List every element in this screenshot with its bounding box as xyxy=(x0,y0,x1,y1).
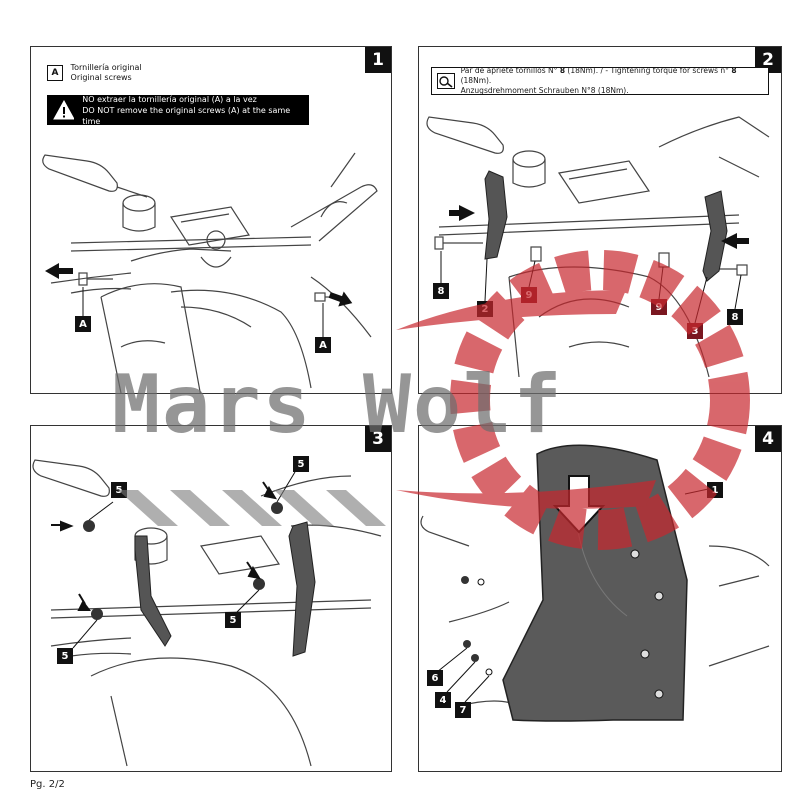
callout-8-left: 8 xyxy=(433,283,449,299)
step-3-panel: 3 5 5 5 5 xyxy=(30,425,392,772)
step-number-3: 3 xyxy=(365,426,391,452)
step-3-illustration xyxy=(32,459,382,767)
original-screws-note: A Tornillería original Original screws xyxy=(47,63,142,83)
step-4-panel: 4 1 6 4 7 xyxy=(418,425,782,772)
callout-9-left: 9 xyxy=(521,287,537,303)
torque-line-de: Anzugsdrehmoment Schrauben N°8 (18Nm). xyxy=(460,86,629,95)
callout-5-top-left: 5 xyxy=(111,482,127,498)
callout-9-right: 9 xyxy=(651,299,667,315)
callout-8-right: 8 xyxy=(727,309,743,325)
callout-6: 6 xyxy=(427,670,443,686)
step-2-illustration xyxy=(426,116,770,378)
windscreen-shape xyxy=(502,444,688,722)
watermark-text: Mars Wolf xyxy=(112,358,564,451)
callout-5-center: 5 xyxy=(225,612,241,628)
warning-bar: NO extraer la tornillería original (A) a… xyxy=(47,94,309,126)
torque-text-en-end: (18Nm). xyxy=(460,76,492,85)
note-line-es: Tornillería original xyxy=(70,63,142,72)
callout-3: 3 xyxy=(687,323,703,339)
callout-2: 2 xyxy=(477,301,493,317)
note-line-en: Original screws xyxy=(70,73,132,82)
callout-5-bottom-left: 5 xyxy=(57,648,73,664)
callout-5-top-right: 5 xyxy=(293,456,309,472)
page-footer: Pg. 2/2 xyxy=(30,779,65,790)
callout-4: 4 xyxy=(435,692,451,708)
step-number-4: 4 xyxy=(755,426,781,452)
warning-icon xyxy=(53,100,75,120)
callout-a-right: A xyxy=(315,337,331,353)
callout-1: 1 xyxy=(707,482,723,498)
warning-line-es: NO extraer la tornillería original (A) a… xyxy=(82,94,257,104)
step-1-illustration xyxy=(42,152,378,393)
torque-text-es: Par de apriete tornillos N° xyxy=(460,66,560,75)
torque-line-1: Par de apriete tornillos N° 8 (18Nm). / … xyxy=(461,66,737,85)
torque-wrench-icon xyxy=(437,73,455,89)
step-2-panel: 2 Par de apriete tornillos N° 8 (18Nm). … xyxy=(418,46,782,394)
callout-a-left: A xyxy=(75,316,91,332)
note-letter-box: A xyxy=(47,65,63,81)
step-number-1: 1 xyxy=(365,47,391,73)
torque-screw-number-a: 8 xyxy=(559,66,566,75)
warning-line-en: DO NOT remove the original screws (A) at… xyxy=(82,105,291,126)
torque-spec-bar: Par de apriete tornillos N° 8 (18Nm). / … xyxy=(431,66,769,95)
torque-screw-number-b: 8 xyxy=(731,66,737,75)
step-4-illustration xyxy=(420,444,770,722)
step-1-panel: 1 A Tornillería original Original screws… xyxy=(30,46,392,394)
callout-7: 7 xyxy=(455,702,471,718)
torque-text-en: (18Nm). / - Tightening torque for screws… xyxy=(565,66,732,75)
